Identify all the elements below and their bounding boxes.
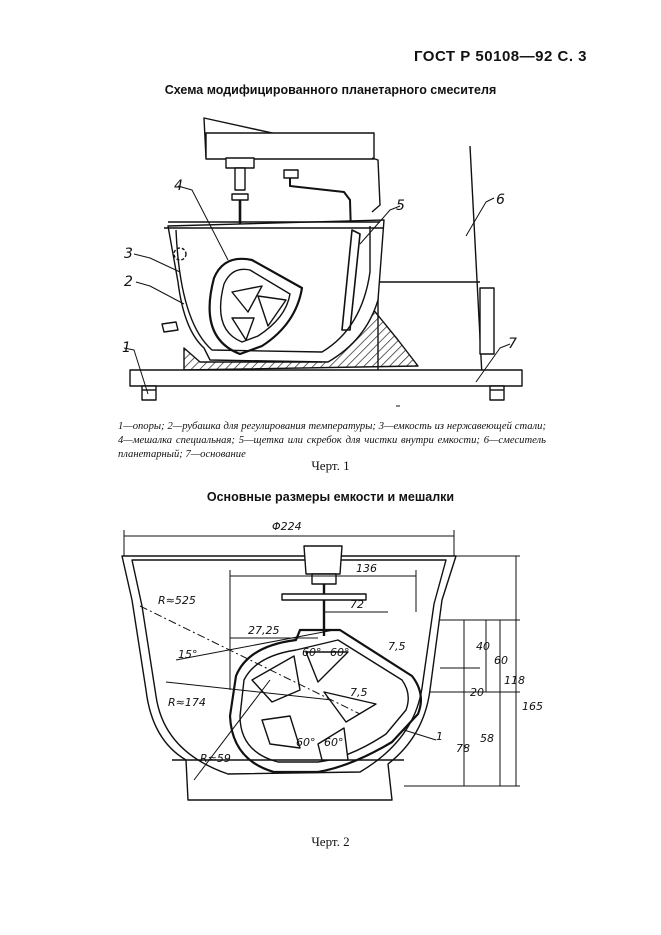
label-58: 58 (480, 732, 494, 745)
angle-15-line (175, 629, 335, 661)
stirrer-blade-1 (231, 285, 263, 313)
bowl-wall (175, 226, 371, 353)
radius-59-line (193, 679, 271, 781)
legend-text: —щетка или скребок для чистки внутри емк… (244, 435, 484, 446)
figure-2-title: Основные размеры емкости и мешалки (206, 490, 455, 504)
label-60-d: 60° (324, 736, 344, 749)
stirrer-blade-3 (231, 317, 255, 341)
label-15deg: 15° (178, 648, 198, 661)
drive-housing (225, 157, 255, 169)
crossbar (281, 593, 367, 601)
figure-1-title: Схема модифицированного планетарного сме… (164, 83, 497, 97)
base-plate (129, 369, 523, 387)
legend-text: —мешалка специальная; (123, 435, 239, 446)
label-7-5-b: 7,5 (350, 686, 368, 699)
radius-174-line (165, 681, 333, 701)
callout-3: 3 (124, 246, 133, 262)
figure-1-label: Черт. 1 (311, 458, 350, 473)
scraper-block (283, 169, 299, 179)
legend-num: 7 (185, 449, 191, 460)
legend-num: 2 (167, 421, 173, 432)
figure-1-legend: 1—опоры; 2—рубашка для регулирования тем… (118, 420, 546, 462)
figure-1-callouts: 4 3 2 5 6 7 1 (122, 178, 517, 356)
label-7-5-a: 7,5 (388, 640, 406, 653)
leader-lines (123, 185, 511, 395)
label-118: 118 (504, 674, 525, 687)
label-60-b: 60° (330, 646, 350, 659)
callout-1: 1 (122, 340, 131, 356)
callout-5: 5 (396, 198, 405, 214)
label-60-a: 60° (302, 646, 322, 659)
label-callout-1: 1 (436, 730, 443, 743)
blade-upper-left (251, 655, 301, 703)
stirrer-frame (208, 257, 304, 356)
figure-1-drawing: 4 3 2 5 6 7 1 (122, 117, 523, 407)
label-diameter: Φ224 (272, 520, 302, 533)
drive-coupling (231, 193, 249, 201)
callout-7: 7 (508, 336, 517, 352)
stirrer-outline (228, 628, 423, 774)
figure-2-label: Черт. 2 (311, 834, 350, 849)
legend-text: —опоры; (123, 421, 168, 432)
vertical-dims (404, 555, 520, 787)
label-27-25: 27,25 (248, 624, 280, 637)
legend-num: 6 (483, 435, 490, 446)
inspection-circle (173, 247, 187, 261)
blade-lower-right (317, 727, 349, 761)
callout-4: 4 (174, 178, 183, 194)
foot-right (489, 385, 505, 401)
legend-num: 1 (118, 421, 124, 432)
drive-shaft-top (234, 167, 246, 191)
legend-num: 3 (378, 421, 385, 432)
label-r59: R≈59 (200, 752, 231, 765)
stirrer-blade-2 (257, 295, 287, 327)
label-r525: R≈525 (158, 594, 196, 607)
mixer-head-block (205, 132, 375, 160)
drive-head (303, 545, 343, 575)
label-20: 20 (470, 686, 484, 699)
legend-text: —емкость из нержавеющей стали; (384, 421, 546, 432)
side-handle (161, 321, 179, 333)
figure-2-dimension-labels: Φ224 136 72 27,25 R≈525 R≈174 R≈59 15° 6… (158, 520, 543, 765)
bowl-inner (131, 559, 447, 775)
figure-2-drawing: Φ224 136 72 27,25 R≈525 R≈174 R≈59 15° 6… (121, 520, 543, 801)
foot-left (141, 385, 157, 401)
callout-6: 6 (496, 192, 505, 208)
legend-num: 4 (118, 435, 124, 446)
callout-2: 2 (124, 274, 133, 290)
blade-upper-right (305, 651, 349, 683)
blade-middle (323, 691, 377, 723)
radius-525-line (139, 605, 361, 715)
mixer-arm (371, 157, 381, 213)
scraper-brush (341, 229, 361, 331)
legend-text: —смеситель планетарный; (118, 435, 546, 460)
label-60-c: 60° (296, 736, 316, 749)
label-40: 40 (476, 640, 490, 653)
bowl-jacket (167, 219, 385, 363)
label-78: 78 (456, 742, 470, 755)
label-136: 136 (356, 562, 377, 575)
label-r174: R≈174 (168, 696, 206, 709)
legend-text: —основание (190, 449, 246, 460)
blade-lower-left (261, 715, 301, 749)
label-72: 72 (350, 598, 364, 611)
page-header: ГОСТ Р 50108—92 С. 3 (413, 48, 587, 65)
legend-text: —рубашка для регулирования температуры; (172, 421, 379, 432)
legend-num: 5 (238, 435, 245, 446)
label-60: 60 (494, 654, 508, 667)
column-bracket (479, 287, 495, 355)
label-165: 165 (522, 700, 543, 713)
